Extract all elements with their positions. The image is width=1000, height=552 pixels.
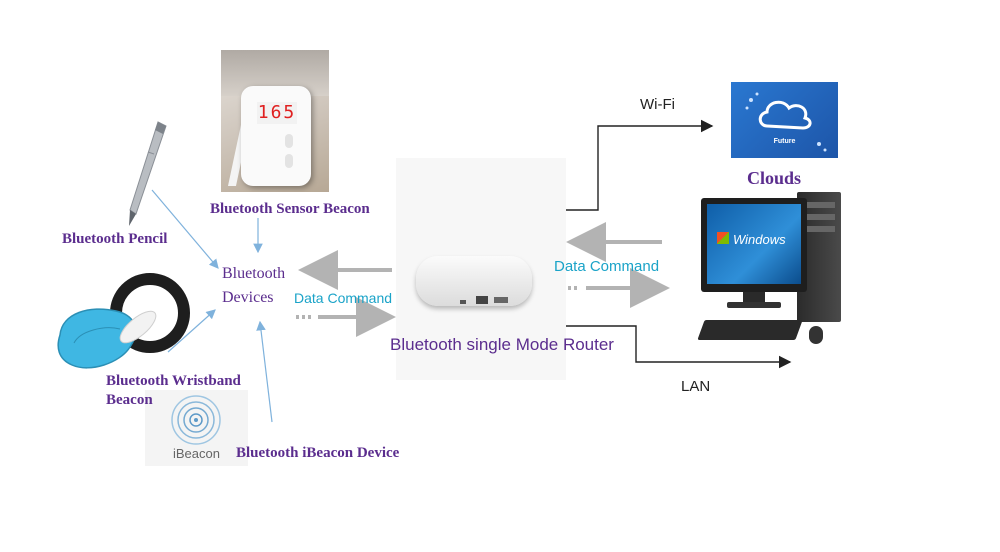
ibeacon-device-label: Bluetooth iBeacon Device [236, 445, 400, 461]
data-command-left-label: Data Command [294, 290, 393, 306]
bluetooth-devices-label-line1: Bluetooth [222, 265, 286, 282]
sensor-beacon-image: 165 [221, 50, 329, 192]
wristband-pointer [167, 309, 216, 353]
lan-path [520, 325, 792, 369]
bluetooth-devices-label-line2: Devices [222, 289, 274, 306]
router-image [396, 158, 566, 380]
wristband-image [57, 273, 190, 369]
bluetooth-devices-label: Bluetooth Devices [222, 262, 285, 310]
router-label: Bluetooth single Mode Router [390, 335, 614, 354]
ibeacon-pointer [256, 320, 273, 423]
cloud-image: Future [731, 82, 838, 158]
pencil-label: Bluetooth Pencil [62, 231, 168, 247]
ibeacon-image: iBeacon [145, 390, 248, 466]
wifi-label: Wi-Fi [640, 96, 675, 113]
pencil-pointer [151, 189, 219, 269]
cloud-screen-text: Future [773, 138, 796, 145]
wristband-label-line1: Bluetooth Wristband [106, 373, 241, 389]
clouds-label: Clouds [747, 168, 802, 188]
wifi-path [540, 119, 714, 211]
windows-logo-text: Windows [733, 232, 786, 247]
ibeacon-image-text: iBeacon [173, 446, 220, 461]
sensor-display: 165 [257, 102, 297, 124]
wristband-label-line2: Beacon [106, 392, 153, 408]
desktop-pc-image: Windows [693, 192, 848, 352]
lan-label: LAN [681, 378, 711, 395]
wristband-label: Bluetooth Wristband Beacon [106, 372, 241, 410]
data-command-right-label: Data Command [554, 258, 660, 275]
pencil-image [129, 121, 167, 226]
sensor-beacon-label: Bluetooth Sensor Beacon [210, 201, 370, 217]
